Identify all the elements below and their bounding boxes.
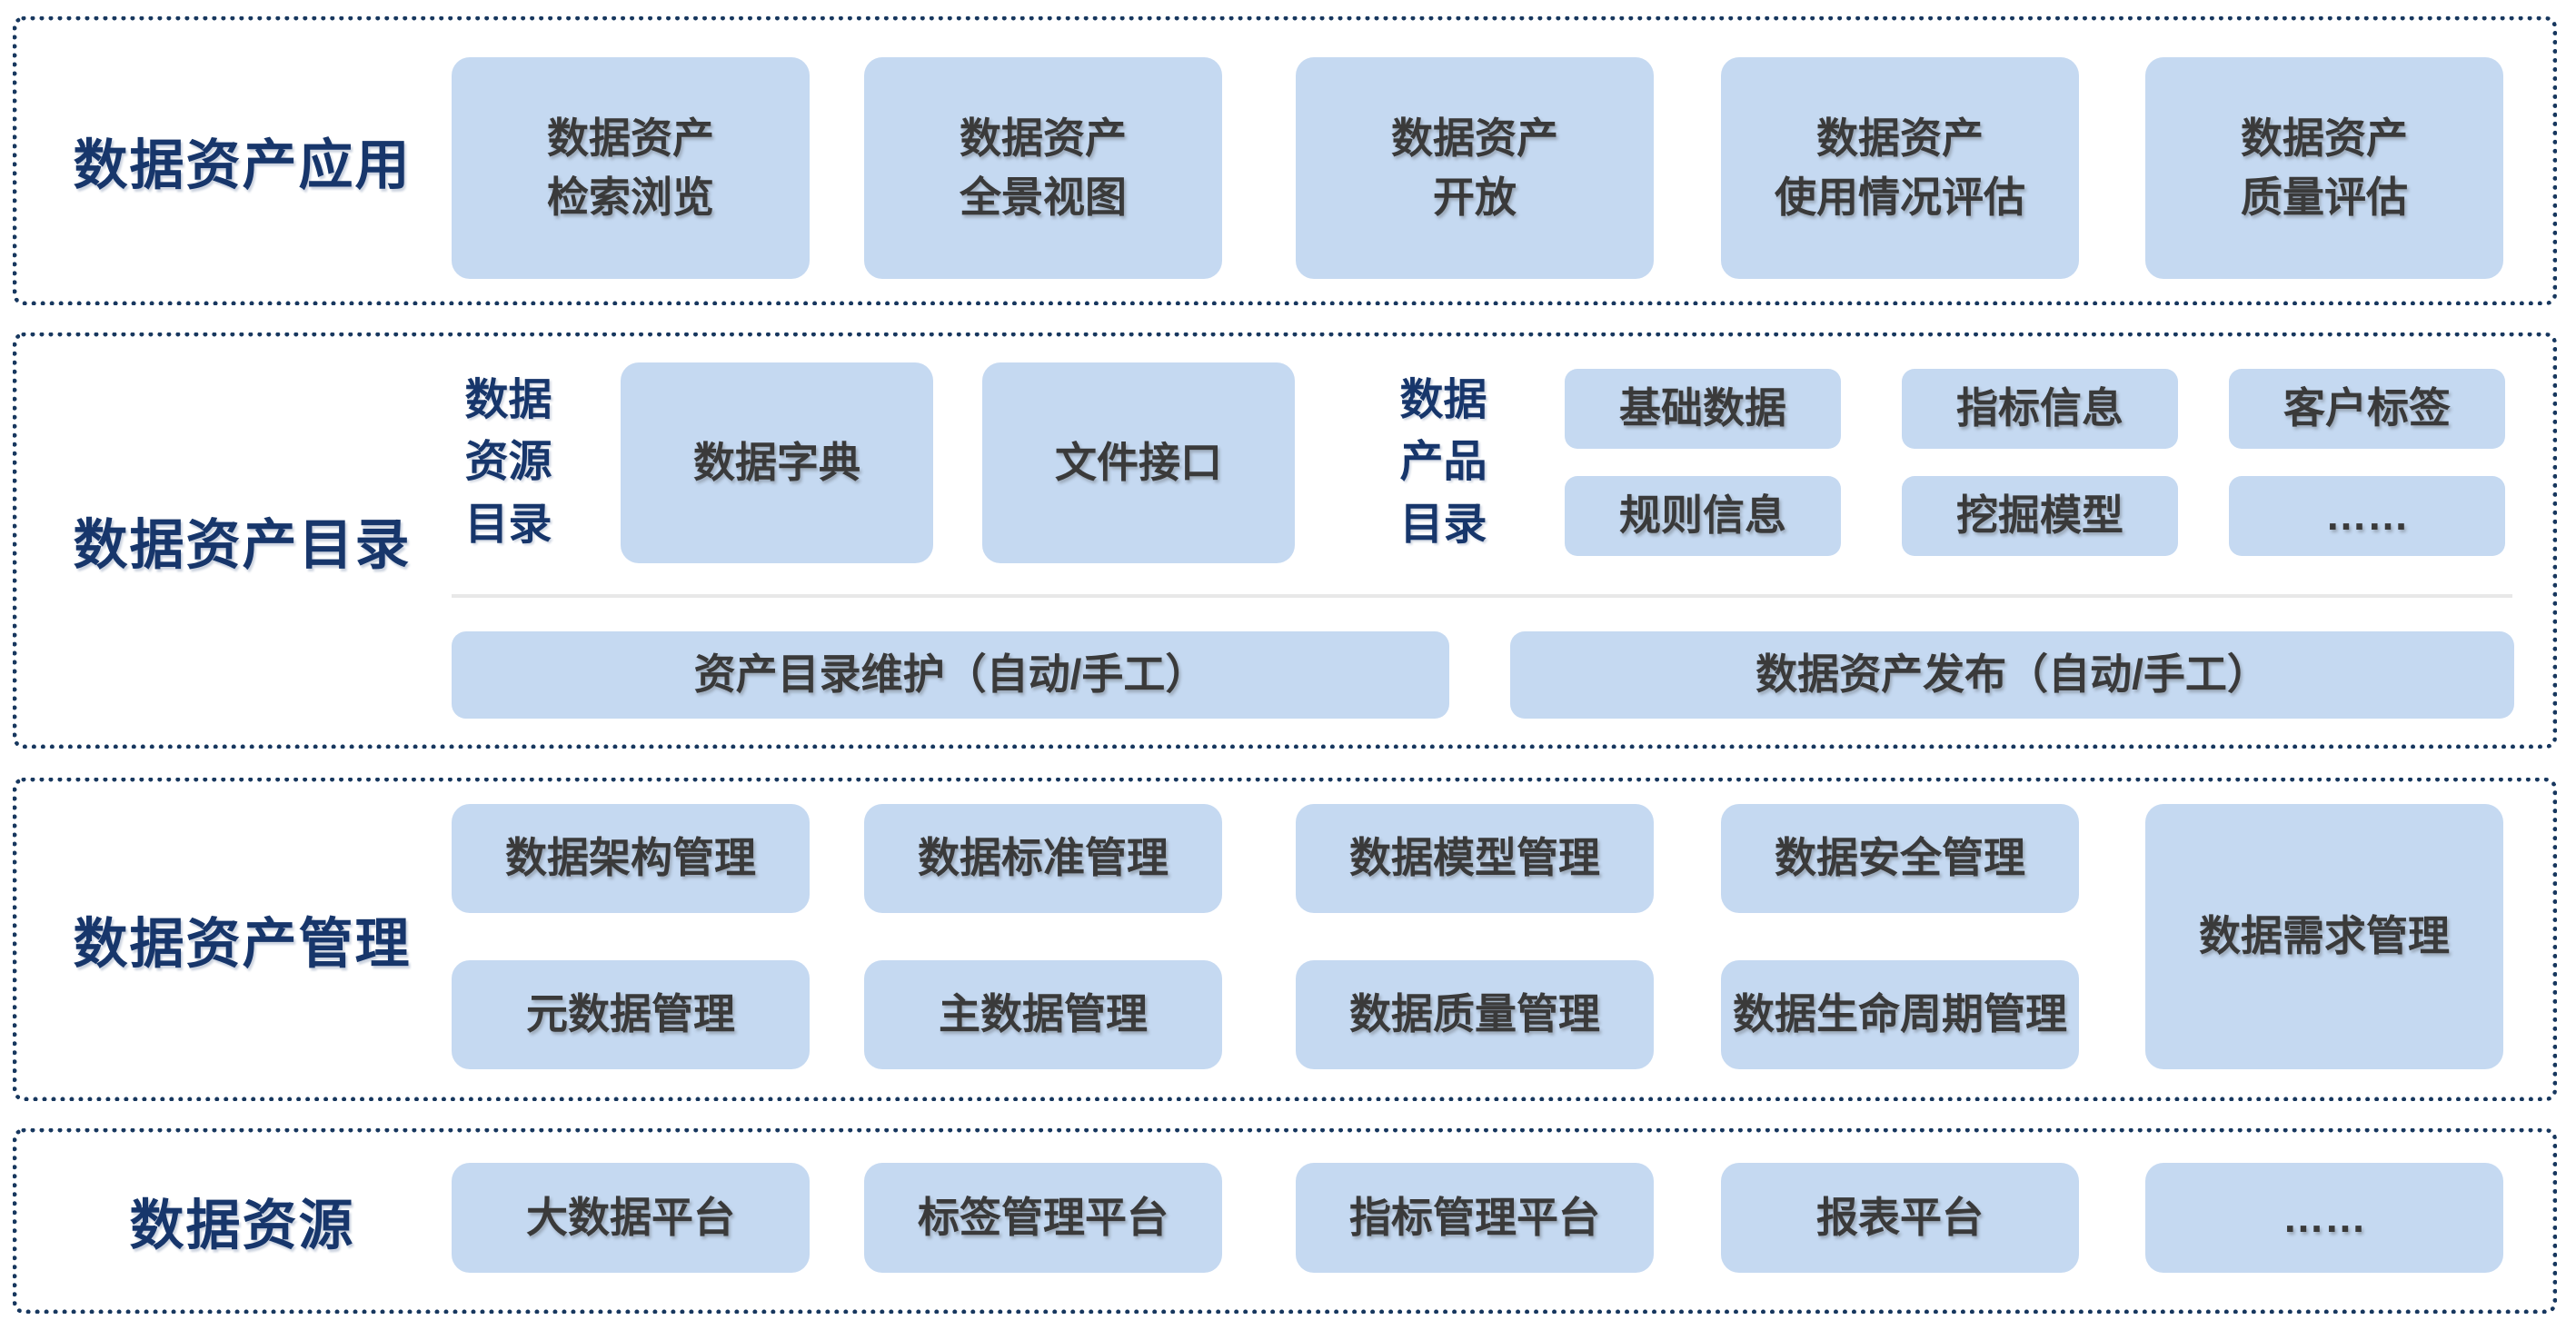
box-data-quality-mgmt: 数据质量管理 <box>1296 960 1654 1069</box>
box-master-data-mgmt: 主数据管理 <box>864 960 1222 1069</box>
box-metadata-mgmt: 元数据管理 <box>452 960 810 1069</box>
section-label-data-asset-catalog: 数据资产目录 <box>73 514 412 576</box>
box-asset-quality-evaluation: 数据资产 质量评估 <box>2145 57 2503 279</box>
box-asset-publish: 数据资产发布（自动/手工） <box>1510 631 2514 719</box>
box-product-ellipsis: …… <box>2229 476 2505 556</box>
box-data-architecture-mgmt: 数据架构管理 <box>452 804 810 913</box>
section-data-asset-catalog: 数据资产目录 数据 资源 目录 数据字典 文件接口 数据 产品 目录 基础数据 … <box>13 332 2557 749</box>
box-data-security-mgmt: 数据安全管理 <box>1721 804 2079 913</box>
section-data-asset-application: 数据资产应用 数据资产 检索浏览 数据资产 全景视图 数据资产 开放 数据资产 … <box>13 16 2557 305</box>
box-asset-panorama-view: 数据资产 全景视图 <box>864 57 1222 279</box>
box-tag-mgmt-platform: 标签管理平台 <box>864 1163 1222 1273</box>
box-data-demand-mgmt: 数据需求管理 <box>2145 804 2503 1069</box>
catalog-divider-line <box>452 594 2512 598</box>
box-catalog-maintenance: 资产目录维护（自动/手工） <box>452 631 1449 719</box>
box-asset-search-browse: 数据资产 检索浏览 <box>452 57 810 279</box>
box-basic-data: 基础数据 <box>1565 369 1841 449</box>
box-asset-open: 数据资产 开放 <box>1296 57 1654 279</box>
section-data-resources: 数据资源 大数据平台 标签管理平台 指标管理平台 报表平台 …… <box>13 1128 2557 1314</box>
box-data-dictionary: 数据字典 <box>621 362 933 563</box>
box-data-standard-mgmt: 数据标准管理 <box>864 804 1222 913</box>
box-big-data-platform: 大数据平台 <box>452 1163 810 1273</box>
sublabel-data-product-catalog: 数据 产品 目录 <box>1399 376 1487 549</box>
box-file-interface: 文件接口 <box>982 362 1295 563</box>
box-report-platform: 报表平台 <box>1721 1163 2079 1273</box>
section-label-data-resources: 数据资源 <box>129 1195 355 1256</box>
box-mining-model: 挖掘模型 <box>1902 476 2178 556</box>
sublabel-data-resource-catalog: 数据 资源 目录 <box>464 376 552 549</box>
section-data-asset-management: 数据资产管理 数据架构管理 数据标准管理 数据模型管理 数据安全管理 元数据管理… <box>13 778 2557 1101</box>
box-resource-ellipsis: …… <box>2145 1163 2503 1273</box>
box-asset-usage-evaluation: 数据资产 使用情况评估 <box>1721 57 2079 279</box>
box-customer-tag: 客户标签 <box>2229 369 2505 449</box>
box-data-lifecycle-mgmt: 数据生命周期管理 <box>1721 960 2079 1069</box>
box-indicator-mgmt-platform: 指标管理平台 <box>1296 1163 1654 1273</box>
section-label-data-asset-management: 数据资产管理 <box>73 913 412 975</box>
box-indicator-info: 指标信息 <box>1902 369 2178 449</box>
box-rule-info: 规则信息 <box>1565 476 1841 556</box>
section-label-data-asset-application: 数据资产应用 <box>73 134 412 196</box>
box-data-model-mgmt: 数据模型管理 <box>1296 804 1654 913</box>
